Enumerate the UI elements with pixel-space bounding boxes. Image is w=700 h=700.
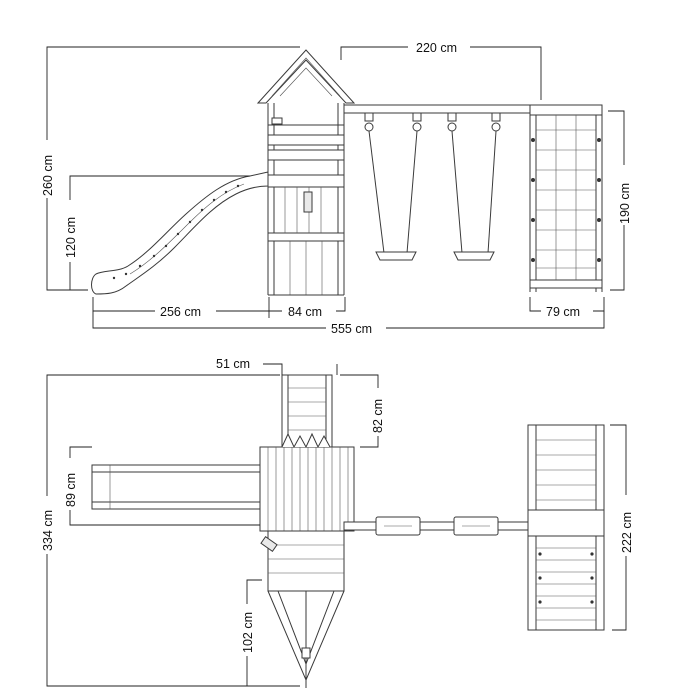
tower <box>256 49 356 296</box>
side-dimensions <box>46 46 625 329</box>
dim-total-height: 260 cm <box>41 155 55 196</box>
dim-slide-width: 89 cm <box>64 473 78 507</box>
top-ladder <box>281 374 333 448</box>
top-climbing-frame <box>527 424 605 631</box>
dim-slide-length: 256 cm <box>160 305 201 319</box>
dim-slide-height: 120 cm <box>64 217 78 258</box>
dim-ramp-length: 102 cm <box>241 612 255 653</box>
side-view: 220 cm 260 cm 120 cm 190 cm 256 cm 84 cm… <box>41 41 632 336</box>
top-view: 51 cm 82 cm 89 cm 334 cm 222 cm 102 cm <box>41 357 634 688</box>
top-tower <box>259 432 355 532</box>
slide <box>91 171 269 295</box>
top-dimensions <box>46 363 627 687</box>
dim-total-length: 555 cm <box>331 322 372 336</box>
dim-ladder-depth: 82 cm <box>371 399 385 433</box>
dim-climb-height: 190 cm <box>618 183 632 224</box>
dim-climb-depth: 222 cm <box>620 512 634 553</box>
dim-climb-length: 79 cm <box>546 305 580 319</box>
dim-total-depth: 334 cm <box>41 510 55 551</box>
dim-swing-width: 220 cm <box>416 41 457 55</box>
climbing-frame <box>529 104 603 292</box>
top-swing-beam <box>343 516 531 536</box>
dim-tower-length: 84 cm <box>288 305 322 319</box>
top-ramp <box>260 530 345 688</box>
dim-ladder-width: 51 cm <box>216 357 250 371</box>
top-slide <box>91 464 261 510</box>
swing-beam <box>343 104 531 261</box>
